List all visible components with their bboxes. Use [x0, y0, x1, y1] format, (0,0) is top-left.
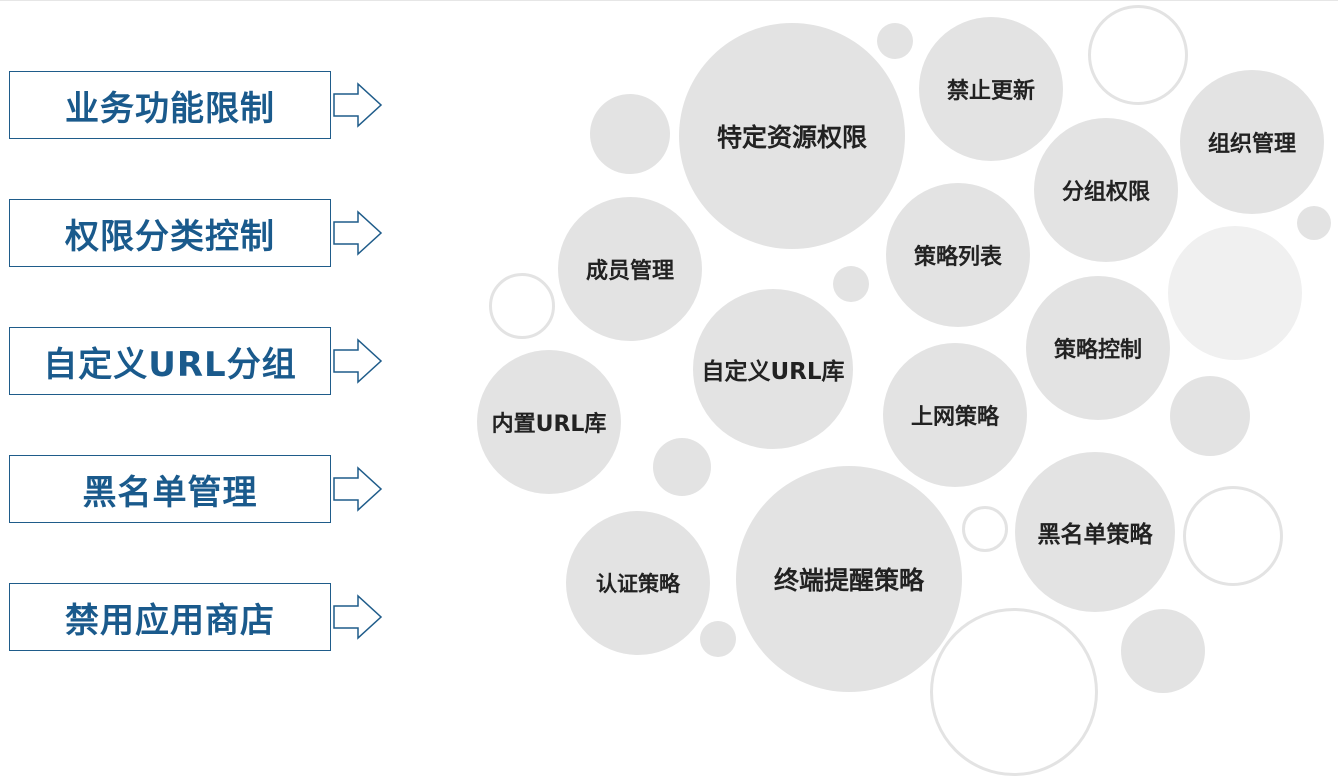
decorative-ring [1088, 5, 1188, 105]
decorative-dot [1297, 206, 1331, 240]
decorative-dot [653, 438, 711, 496]
decorative-dot [700, 621, 736, 657]
bubble-group-permission: 分组权限 [1034, 118, 1178, 262]
decorative-dot [877, 23, 913, 59]
bubble-builtin-url-library: 内置URL库 [477, 350, 621, 494]
top-divider [0, 0, 1338, 1]
decorative-dot [833, 266, 869, 302]
decorative-dot [1168, 226, 1302, 360]
hollow-right-arrow-icon [333, 82, 383, 128]
hollow-right-arrow-icon [333, 466, 383, 512]
decorative-ring [930, 608, 1098, 776]
decorative-ring [489, 273, 555, 339]
bubble-custom-url-library: 自定义URL库 [693, 289, 853, 449]
decorative-ring [962, 506, 1008, 552]
feature-box-blacklist-management: 黑名单管理 [9, 455, 331, 523]
feature-box-business-restriction: 业务功能限制 [9, 71, 331, 139]
bubble-policy-list: 策略列表 [886, 183, 1030, 327]
feature-box-permission-control: 权限分类控制 [9, 199, 331, 267]
bubble-auth-policy: 认证策略 [566, 511, 710, 655]
bubble-terminal-reminder-policy: 终端提醒策略 [736, 466, 962, 692]
bubble-disable-update: 禁止更新 [919, 17, 1063, 161]
decorative-dot [590, 94, 670, 174]
decorative-ring [1183, 486, 1283, 586]
bubble-policy-control: 策略控制 [1026, 276, 1170, 420]
decorative-dot [1121, 609, 1205, 693]
bubble-blacklist-policy: 黑名单策略 [1015, 452, 1175, 612]
hollow-right-arrow-icon [333, 594, 383, 640]
feature-box-disable-app-store: 禁用应用商店 [9, 583, 331, 651]
bubble-org-management: 组织管理 [1180, 70, 1324, 214]
bubble-member-management: 成员管理 [558, 197, 702, 341]
hollow-right-arrow-icon [333, 338, 383, 384]
decorative-dot [1170, 376, 1250, 456]
bubble-specific-resource-permission: 特定资源权限 [679, 23, 905, 249]
feature-box-custom-url-group: 自定义URL分组 [9, 327, 331, 395]
bubble-internet-policy: 上网策略 [883, 343, 1027, 487]
hollow-right-arrow-icon [333, 210, 383, 256]
